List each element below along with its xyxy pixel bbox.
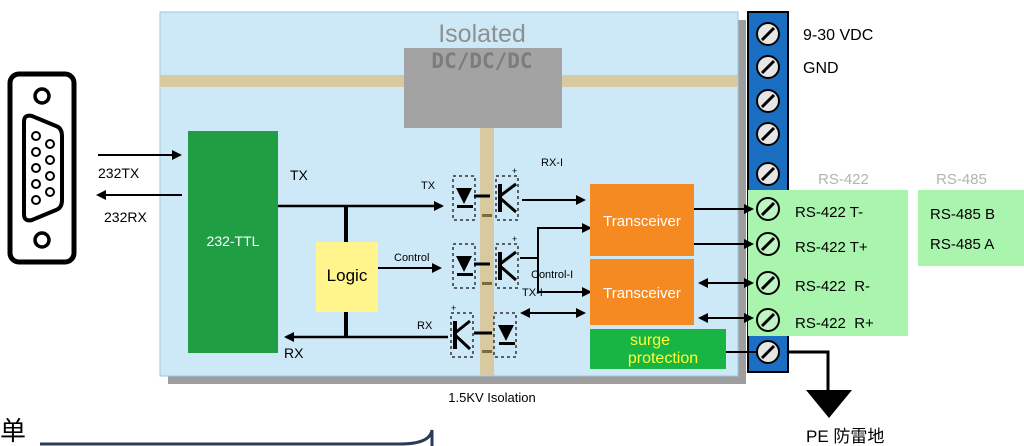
gnd-label: GND	[803, 60, 839, 77]
rs485-header: RS-485	[936, 171, 987, 188]
partial-char: 单	[0, 416, 26, 446]
screw-hole-bottom	[33, 231, 51, 249]
bottom-outline	[40, 429, 434, 446]
232rx-label: 232RX	[104, 209, 147, 225]
232tx-label: 232TX	[98, 165, 140, 181]
tx-small-label: TX	[421, 180, 436, 192]
surge-block	[590, 329, 726, 369]
svg-text:+: +	[451, 303, 456, 313]
control-i-wire-top	[520, 223, 592, 259]
isolation-label: 1.5KV Isolation	[448, 390, 535, 405]
surge-label-line1: surge	[630, 332, 670, 349]
rs485-terminal-b: RS-485 B	[930, 206, 995, 223]
rs422-header: RS-422	[818, 171, 869, 188]
ground-arrow	[806, 390, 852, 418]
control-i-wire-bottom	[537, 258, 592, 297]
ttl-block	[188, 131, 278, 353]
dcdcdc-title: DC/DC/DC	[431, 49, 532, 73]
rs422-terminal-t-minus: RS-422 T-	[795, 204, 863, 221]
logic-label: Logic	[327, 266, 368, 285]
transceiver-2-label: Transceiver	[603, 285, 681, 302]
control-label: Control	[394, 252, 429, 264]
dcdc-block	[404, 48, 562, 128]
ground-wire	[788, 350, 830, 390]
vdc-label: 9-30 VDC	[803, 27, 873, 44]
ground-label: PE 防雷地	[806, 427, 884, 446]
optocoupler-control: +	[452, 234, 519, 289]
rs422-terminal-r-plus: RS-422 R+	[795, 315, 874, 332]
rx-small-label: RX	[417, 320, 433, 332]
screw-terminals	[756, 22, 780, 364]
transceiver-2	[590, 259, 694, 325]
isolation-bar-vertical	[480, 75, 494, 376]
surge-label-line2: protection	[628, 350, 698, 367]
rs485-green-area	[918, 190, 1024, 266]
rs422-terminal-r-minus: RS-422 R-	[795, 278, 870, 295]
svg-text:+: +	[512, 166, 517, 176]
rs485-terminal-a: RS-485 A	[930, 236, 994, 253]
transceiver-1	[590, 184, 694, 256]
logic-block	[316, 242, 378, 312]
rx-i-label: RX-I	[541, 157, 563, 169]
control-i-label: Control-I	[531, 269, 573, 281]
tx-i-label: TX-I	[522, 287, 543, 299]
d-shell	[22, 113, 64, 223]
isolated-title: Isolated	[438, 20, 526, 48]
rs422-terminal-t-plus: RS-422 T+	[795, 239, 868, 256]
tx-label: TX	[290, 167, 309, 183]
transceiver-1-label: Transceiver	[603, 213, 681, 230]
screw-hole-top	[33, 87, 51, 105]
ttl-label: 232-TTL	[207, 233, 260, 249]
optocoupler-tx: +	[452, 166, 519, 221]
svg-text:+: +	[512, 234, 517, 244]
rx-label: RX	[284, 345, 304, 361]
optocoupler-rx: +	[450, 303, 517, 358]
db9-connector	[7, 71, 77, 265]
